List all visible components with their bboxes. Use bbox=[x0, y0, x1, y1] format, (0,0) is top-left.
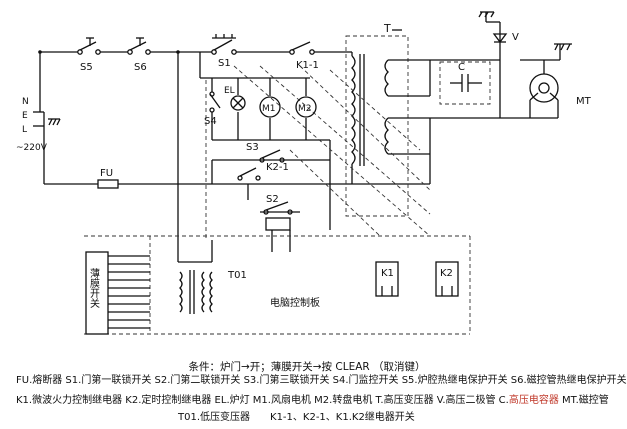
k1-1-contact: K1-1 bbox=[289, 41, 319, 71]
m1-fan-motor: M1 bbox=[259, 96, 281, 118]
hv-secondary-wires bbox=[388, 48, 531, 184]
k1-1-label: K1-1 bbox=[296, 60, 319, 71]
s1-switch: S1 bbox=[211, 34, 237, 69]
k2-1-label: K2-1 bbox=[266, 162, 289, 173]
e-label: E bbox=[22, 111, 28, 121]
k2-label: K2 bbox=[440, 268, 453, 279]
el-label: EL bbox=[224, 86, 235, 96]
s3-switch: S3 bbox=[246, 142, 285, 163]
magnetron: MT bbox=[520, 43, 592, 119]
control-board-outline bbox=[84, 235, 471, 335]
condition-caption: 条件：炉门→开；薄膜开关→按 CLEAR （取消键） bbox=[188, 361, 426, 373]
legend-line-2-part-a: K1.微波火力控制继电器 K2.定时控制继电器 EL.炉灯 M1.风扇电机 M2… bbox=[16, 395, 509, 406]
t01-label: T01 bbox=[227, 270, 247, 281]
mechanical-linkage-lines bbox=[205, 65, 431, 238]
n-label: N bbox=[22, 97, 29, 107]
k1-label: K1 bbox=[381, 268, 394, 279]
s3-label: S3 bbox=[246, 142, 259, 153]
low-voltage-transformer: T01 bbox=[177, 240, 247, 314]
s2-label: S2 bbox=[266, 194, 279, 205]
legend-line-1: FU.熔断器 S1.门第一联锁开关 S2.门第二联锁开关 S3.门第三联锁开关 … bbox=[16, 375, 627, 386]
l-label: L bbox=[22, 125, 27, 135]
v-label: V bbox=[512, 32, 519, 43]
s6-switch: S6 bbox=[127, 37, 151, 73]
s4-switch: S4 bbox=[204, 91, 221, 127]
branch-wires bbox=[176, 50, 331, 252]
hv-diode: V bbox=[478, 11, 519, 48]
s1-label: S1 bbox=[218, 58, 231, 69]
s6-label: S6 bbox=[134, 62, 147, 73]
hv-capacitor: C bbox=[439, 61, 491, 105]
k2-1-contact: K2-1 bbox=[237, 162, 289, 181]
membrane-switch-label: 薄膜开关 bbox=[88, 267, 100, 309]
s5-label: S5 bbox=[80, 62, 93, 73]
voltage-label: ~220V bbox=[16, 143, 48, 153]
el-lamp: EL bbox=[224, 86, 246, 111]
t-label: T bbox=[383, 22, 391, 35]
fu-fuse: FU bbox=[44, 168, 430, 189]
s5-switch: S5 bbox=[77, 37, 101, 73]
membrane-switch: 薄膜开关 bbox=[85, 251, 150, 335]
fu-label: FU bbox=[100, 168, 113, 179]
k2-relay: K2 bbox=[435, 261, 459, 297]
earth-ground-icon bbox=[48, 118, 61, 126]
m2-turntable-motor: M2 bbox=[295, 96, 317, 118]
m1-label: M1 bbox=[262, 104, 276, 114]
ground-icon bbox=[478, 11, 495, 22]
legend-line-3: T01.低压变压器 K1-1、K2-1、K1.K2继电器开关 bbox=[178, 412, 415, 423]
legend-line-2: K1.微波火力控制继电器 K2.定时控制继电器 EL.炉灯 M1.风扇电机 M2… bbox=[16, 395, 614, 407]
legend-capacitor-highlight: 高压电容器 bbox=[508, 395, 559, 406]
microwave-oven-circuit-schematic: S5 S6 S1 K1-1 N E L ~220V bbox=[16, 11, 592, 335]
mt-label: MT bbox=[576, 96, 592, 107]
s4-label: S4 bbox=[204, 116, 217, 127]
k1-relay: K1 bbox=[375, 261, 399, 297]
m2-label: M2 bbox=[298, 104, 312, 114]
high-voltage-transformer: T bbox=[345, 22, 409, 217]
c-label: C bbox=[458, 62, 465, 73]
control-board-label: 电脑控制板 bbox=[270, 296, 320, 309]
ground-icon bbox=[554, 43, 572, 51]
top-bus-wire bbox=[38, 50, 350, 112]
legend-line-2-part-c: MT.磁控管 bbox=[558, 395, 609, 406]
mains-input: N E L ~220V bbox=[16, 97, 61, 184]
s2-switch: S2 bbox=[260, 194, 300, 252]
